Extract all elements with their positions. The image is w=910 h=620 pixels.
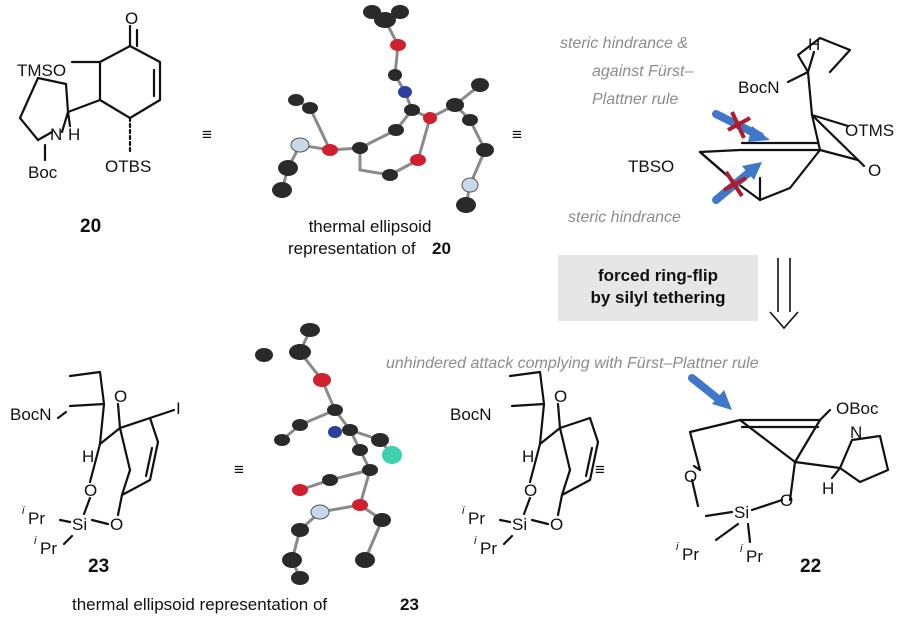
c23b-label-ipr-1: Pr <box>468 509 485 528</box>
c22-label-i-sup-2: i <box>740 543 743 555</box>
cross-mark-bottom <box>723 170 747 198</box>
c23b-label-bocn: BocN <box>450 405 492 424</box>
c23-label-ipr-1: Pr <box>28 509 45 528</box>
conf-label-o: O <box>868 161 881 180</box>
structure-23: BocN O I H O Si O i Pr i Pr 23 <box>10 370 181 577</box>
compound-number-20: 20 <box>80 216 101 237</box>
c22-label-n: N <box>850 423 862 442</box>
note-steric-line2: against Fürst– <box>592 63 693 80</box>
conf-label-tbso: TBSO <box>628 157 674 176</box>
cross-mark-top <box>727 111 751 139</box>
c23b-label-i-sup-2: i <box>474 535 477 547</box>
ellipsoid-figure-20: thermal ellipsoid representation of 20 <box>272 5 494 258</box>
c22-label-si: Si <box>734 503 749 522</box>
ring-flip-line2: by silyl tethering <box>590 288 726 307</box>
equiv-symbol-2: ≡ <box>512 125 522 144</box>
compound-number-23: 23 <box>88 556 109 577</box>
label-n: N <box>50 125 62 144</box>
c23-label-h: H <box>82 447 94 466</box>
c23-label-bocn: BocN <box>10 405 52 424</box>
c23-label-i-sup-2: i <box>34 535 37 547</box>
structure-20: TMSO O N H Boc OTBS 20 <box>17 9 162 237</box>
equiv-symbol-4: ≡ <box>595 460 605 479</box>
label-tmso: TMSO <box>17 61 66 80</box>
c22-label-h: H <box>822 479 834 498</box>
c23b-label-o3: O <box>550 515 563 534</box>
c22-label-i-sup-1: i <box>676 541 679 553</box>
ellipsoid-23-caption: thermal ellipsoid representation of <box>72 595 327 614</box>
c23b-label-si: Si <box>512 515 527 534</box>
ellipsoid-20-caption-num: 20 <box>432 239 451 258</box>
c23-label-ipr-2: Pr <box>40 539 57 558</box>
label-o: O <box>125 9 138 28</box>
conf-label-otms: OTMS <box>845 121 894 140</box>
c23-label-i: I <box>176 399 181 418</box>
conf-label-h: H <box>808 35 820 54</box>
c23-label-i-sup-1: i <box>22 505 25 517</box>
ellipsoid-20-caption-line1: thermal ellipsoid <box>309 217 432 236</box>
equiv-symbol-1: ≡ <box>202 125 212 144</box>
c22-label-ipr-1: Pr <box>682 545 699 564</box>
note-steric-line1: steric hindrance & <box>560 35 688 52</box>
note-steric-line3: Plattner rule <box>592 91 678 108</box>
note-unhindered: unhindered attack complying with Fürst–P… <box>386 355 759 372</box>
structure-23-deiodo: BocN O H O Si O i Pr i Pr <box>450 370 600 558</box>
c23b-label-h: H <box>522 447 534 466</box>
structure-20-conformer: steric hindrance & against Fürst– Plattn… <box>560 35 894 226</box>
c23b-label-i-sup-1: i <box>462 505 465 517</box>
ellipsoid-23-caption-num: 23 <box>400 595 419 614</box>
c23-label-si: Si <box>72 515 87 534</box>
structure-22: OBoc N H O Si O i Pr i Pr 22 <box>676 374 890 577</box>
ring-flip-line1: forced ring-flip <box>598 266 718 285</box>
c23-label-o: O <box>114 387 127 406</box>
c22-label-o: O <box>684 467 697 486</box>
conf-label-bocn: BocN <box>738 78 780 97</box>
c23-label-o2: O <box>84 481 97 500</box>
ellipsoid-figure-23: thermal ellipsoid representation of 23 <box>72 323 419 614</box>
c23b-label-ipr-2: Pr <box>480 539 497 558</box>
ring-flip-box: forced ring-flip by silyl tethering <box>558 255 758 321</box>
c22-label-oboc: OBoc <box>836 399 879 418</box>
c23b-label-o: O <box>554 387 567 406</box>
c22-label-ipr-2: Pr <box>746 547 763 566</box>
label-h: H <box>68 125 80 144</box>
note-steric-bottom: steric hindrance <box>568 209 681 226</box>
compound-number-22: 22 <box>800 556 821 577</box>
ellipsoid-20-caption-line2: representation of <box>288 239 416 258</box>
c23-label-o3: O <box>110 515 123 534</box>
equiv-symbol-3: ≡ <box>234 460 244 479</box>
c23b-label-o2: O <box>524 481 537 500</box>
c22-label-o2: O <box>780 491 793 510</box>
label-otbs: OTBS <box>105 157 151 176</box>
label-boc: Boc <box>28 163 58 182</box>
ring-flip-arrow <box>769 258 799 330</box>
